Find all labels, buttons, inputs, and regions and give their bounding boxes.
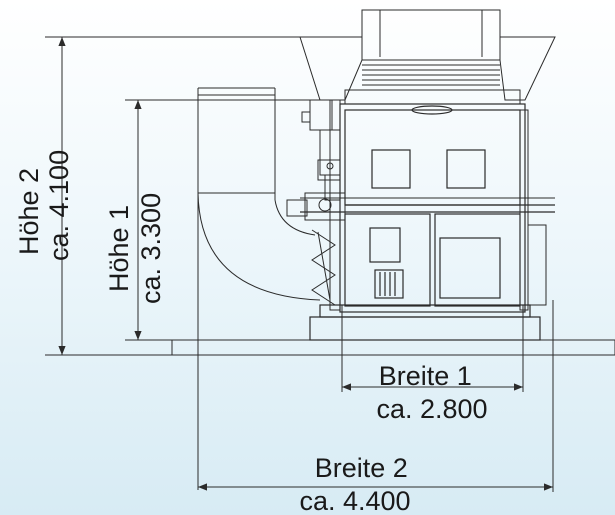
machine-body xyxy=(300,103,555,341)
side-frame xyxy=(300,99,555,311)
height-2-dimension: Höhe 2 ca. 4.100 xyxy=(14,37,74,355)
svg-text:Breite 2 ca. 4.400: Breite 2 ca. 4.400 xyxy=(299,453,415,515)
height-2-name: Höhe 2 xyxy=(14,168,44,255)
base-plate xyxy=(171,339,615,356)
width-2-name: Breite 2 xyxy=(315,453,408,483)
drive-motor xyxy=(286,99,346,221)
height-1-dimension: Höhe 1 ca. 3.300 xyxy=(104,100,166,340)
width-1-name: Breite 1 xyxy=(379,361,472,391)
width-2-value: ca. 4.400 xyxy=(299,486,410,515)
svg-text:Breite 1 ca. 2.800: Breite 1 ca. 2.800 xyxy=(376,361,487,424)
height-1-value: ca. 3.300 xyxy=(136,193,166,304)
height-2-value: ca. 4.100 xyxy=(44,150,74,261)
width-1-dimension: Breite 1 ca. 2.800 xyxy=(341,305,524,424)
height-1-name: Höhe 1 xyxy=(104,205,134,292)
feed-hopper xyxy=(299,9,556,105)
width-1-value: ca. 2.800 xyxy=(376,394,487,424)
discharge-chute xyxy=(197,87,336,490)
width-2-dimension: Breite 2 ca. 4.400 xyxy=(198,300,554,515)
svg-text:Höhe 1 ca. 3.300: Höhe 1 ca. 3.300 xyxy=(104,193,166,304)
svg-text:Höhe 2 ca. 4.100: Höhe 2 ca. 4.100 xyxy=(14,150,74,261)
